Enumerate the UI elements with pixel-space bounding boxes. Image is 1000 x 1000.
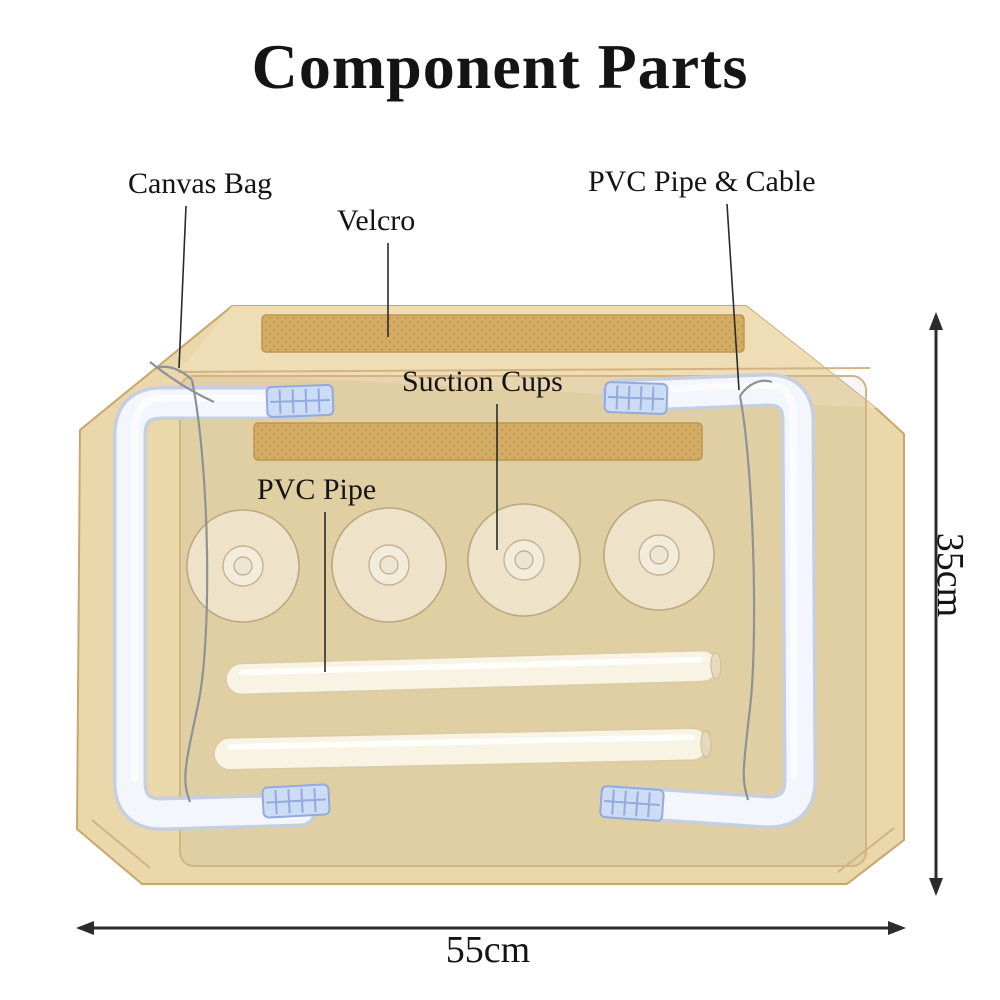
suction-cup bbox=[603, 499, 715, 611]
loose-pvc-pipe-2 bbox=[213, 727, 712, 771]
height-dimension-line bbox=[929, 312, 943, 896]
pipe-clip-bottom-right bbox=[599, 785, 665, 822]
suction-cup bbox=[331, 507, 447, 623]
leader-lines bbox=[178, 203, 740, 672]
pipe-clip-top-left bbox=[265, 384, 335, 418]
height-dimension-label: 35cm bbox=[929, 532, 971, 618]
suction-cups bbox=[186, 499, 715, 623]
width-dimension-label: 55cm bbox=[445, 929, 531, 971]
width-dimension-line bbox=[76, 921, 906, 935]
pvc-pipe-label: PVC Pipe bbox=[257, 473, 377, 506]
velcro-strip-inner bbox=[253, 422, 703, 461]
suction-cup bbox=[467, 503, 581, 617]
pipe-clip-bottom-left bbox=[261, 783, 331, 819]
pvc-pipe-cable-label: PVC Pipe & Cable bbox=[588, 165, 816, 198]
velcro-strip-top bbox=[261, 314, 745, 353]
suction-cup bbox=[186, 509, 300, 623]
pvc-frame-right bbox=[601, 373, 817, 829]
canvas-bag-label: Canvas Bag bbox=[128, 167, 273, 200]
suction-cups-label: Suction Cups bbox=[402, 365, 563, 398]
loose-pvc-pipe-1 bbox=[225, 649, 722, 696]
pvc-frame-left bbox=[113, 386, 317, 831]
elastic-cables bbox=[149, 361, 773, 803]
velcro-label: Velcro bbox=[337, 204, 416, 237]
page-title: Component Parts bbox=[251, 31, 749, 102]
pipe-clip-top-right bbox=[603, 381, 669, 415]
